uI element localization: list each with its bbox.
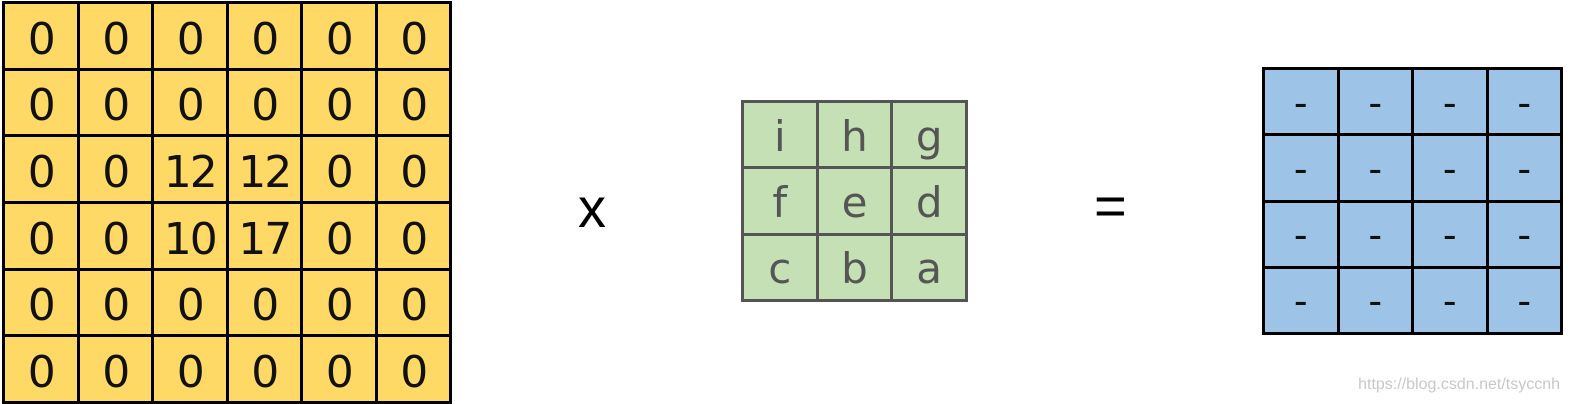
- output-matrix-cell: -: [1265, 202, 1340, 269]
- input-matrix-cell: 0: [377, 70, 452, 138]
- input-matrix-cell: 0: [228, 337, 303, 404]
- input-matrix-cell: 0: [377, 337, 452, 404]
- input-matrix-cell: 0: [5, 337, 80, 404]
- kernel-matrix-cell: a: [893, 235, 968, 302]
- output-matrix-cell: -: [1265, 136, 1340, 203]
- output-matrix-cell: -: [1339, 136, 1414, 203]
- input-matrix-cell: 0: [377, 203, 452, 271]
- input-matrix-cell: 0: [228, 4, 303, 71]
- input-matrix-cell: 0: [154, 270, 229, 338]
- input-matrix-cell: 0: [5, 270, 80, 338]
- output-matrix-cell: -: [1488, 136, 1563, 203]
- output-matrix-cell: -: [1414, 202, 1489, 269]
- input-matrix-cell: 0: [79, 4, 154, 71]
- output-matrix-cell: -: [1414, 70, 1489, 137]
- input-matrix-cell: 10: [154, 203, 229, 271]
- input-matrix-cell: 0: [377, 4, 452, 71]
- input-matrix-cell: 0: [303, 4, 378, 71]
- input-matrix-cell: 0: [79, 270, 154, 338]
- input-matrix-cell: 0: [303, 137, 378, 204]
- kernel-matrix-cell: g: [893, 103, 968, 170]
- output-matrix-cell: -: [1414, 136, 1489, 203]
- input-matrix-cell: 0: [5, 137, 80, 204]
- input-matrix-cell: 0: [303, 203, 378, 271]
- kernel-matrix-cell: d: [893, 169, 968, 236]
- watermark: https://blog.csdn.net/tsyccnh: [1358, 376, 1560, 393]
- output-matrix-cell: -: [1339, 70, 1414, 137]
- kernel-matrix-cell: e: [818, 169, 894, 236]
- input-matrix-cell: 0: [5, 4, 80, 71]
- input-matrix-cell: 0: [79, 137, 154, 204]
- output-matrix-cell: -: [1488, 70, 1563, 137]
- kernel-matrix-cell: h: [818, 103, 894, 170]
- output-matrix-cell: -: [1265, 70, 1340, 137]
- input-matrix-cell: 0: [228, 70, 303, 138]
- input-matrix-cell: 0: [154, 4, 229, 71]
- multiply-operator: x: [578, 176, 606, 239]
- output-matrix: ----------------: [1262, 67, 1563, 335]
- input-matrix-cell: 12: [154, 137, 229, 204]
- kernel-matrix-cell: f: [744, 169, 819, 236]
- equals-operator: =: [1094, 174, 1127, 237]
- input-matrix-cell: 0: [5, 203, 80, 271]
- input-matrix-cell: 17: [228, 203, 303, 271]
- input-matrix-cell: 0: [303, 70, 378, 138]
- input-matrix-cell: 0: [303, 337, 378, 404]
- input-matrix-cell: 12: [228, 137, 303, 204]
- output-matrix-cell: -: [1339, 202, 1414, 269]
- output-matrix-cell: -: [1488, 268, 1563, 335]
- input-matrix-cell: 0: [79, 337, 154, 404]
- input-matrix-cell: 0: [154, 70, 229, 138]
- input-matrix-cell: 0: [377, 137, 452, 204]
- output-matrix-cell: -: [1414, 268, 1489, 335]
- input-matrix-cell: 0: [377, 270, 452, 338]
- output-matrix-cell: -: [1265, 268, 1340, 335]
- output-matrix-cell: -: [1339, 268, 1414, 335]
- kernel-matrix-cell: c: [744, 235, 819, 302]
- kernel-matrix-cell: b: [818, 235, 894, 302]
- input-matrix-cell: 0: [228, 270, 303, 338]
- input-matrix-cell: 0: [154, 337, 229, 404]
- input-matrix-cell: 0: [79, 203, 154, 271]
- input-matrix-cell: 0: [79, 70, 154, 138]
- input-matrix-cell: 0: [5, 70, 80, 138]
- input-matrix-cell: 0: [303, 270, 378, 338]
- output-matrix-cell: -: [1488, 202, 1563, 269]
- kernel-matrix-cell: i: [744, 103, 819, 170]
